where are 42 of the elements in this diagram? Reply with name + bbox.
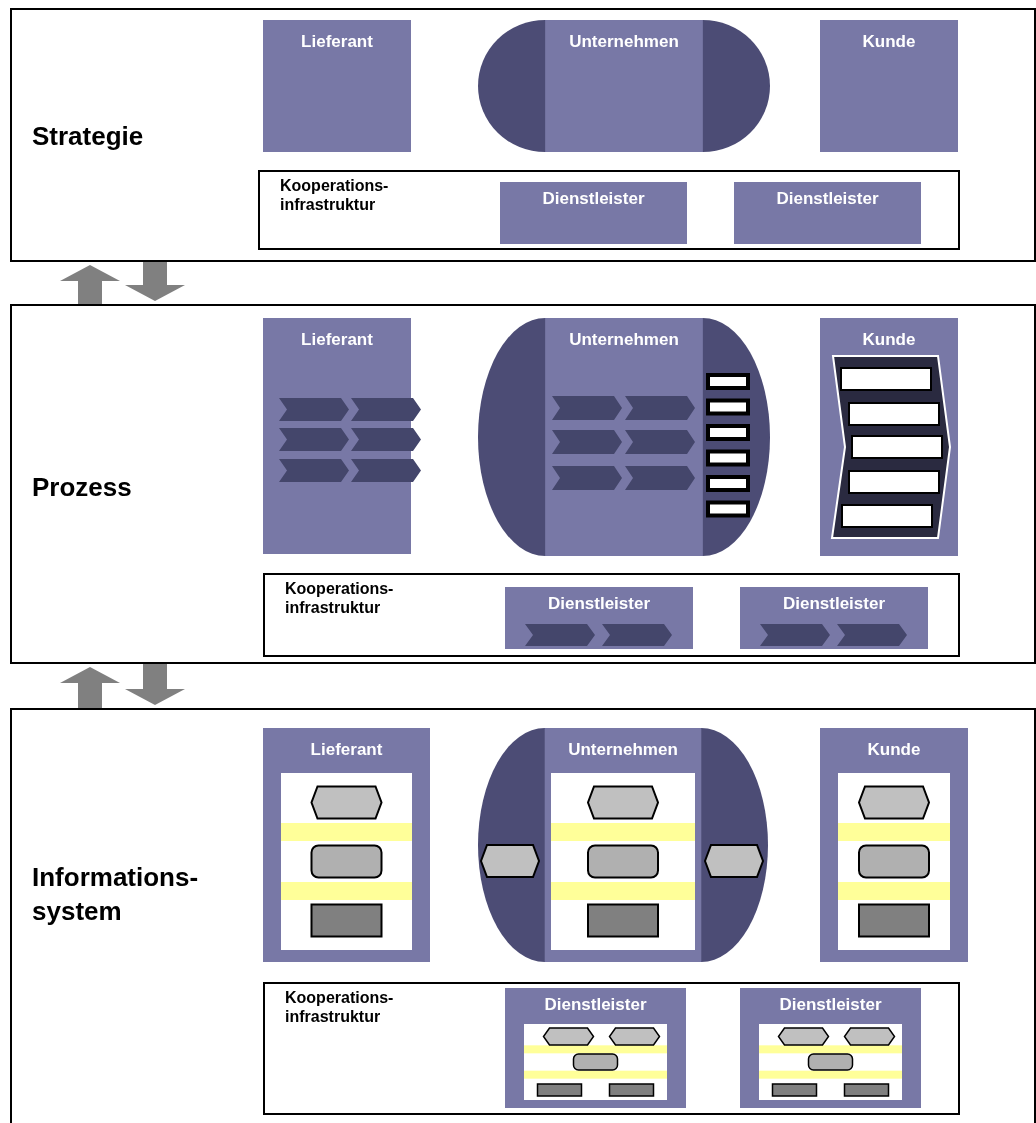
- provider-box: [740, 587, 928, 649]
- provider-box: [740, 988, 921, 1108]
- node-title: Lieferant: [309, 740, 384, 760]
- layer-band: [10, 8, 1036, 262]
- provider-box: [734, 182, 921, 244]
- provider-box: [505, 587, 693, 649]
- node-title: Lieferant: [300, 32, 374, 52]
- party-box: [263, 728, 430, 962]
- party-box: [263, 20, 411, 152]
- infrastructure-title: Kooperations- infrastruktur: [285, 579, 395, 618]
- arrow: [125, 664, 185, 705]
- arrow: [60, 667, 120, 708]
- node-title: Unternehmen: [568, 32, 680, 52]
- node-title: Kunde: [866, 740, 922, 760]
- party-box: [820, 318, 958, 556]
- infrastructure-box: [263, 982, 960, 1115]
- infrastructure-box: [258, 170, 960, 250]
- layer-band: [10, 708, 1036, 1123]
- node-title: Kunde: [861, 330, 917, 350]
- layer-band: [10, 304, 1036, 664]
- party-box: [820, 728, 968, 962]
- layer-title: Strategie: [32, 120, 145, 154]
- node-title: Dienstleister: [778, 995, 883, 1015]
- node-title: Lieferant: [300, 330, 374, 350]
- node-title: Dienstleister: [546, 594, 651, 614]
- node-title: Dienstleister: [541, 189, 646, 209]
- layer-title: Prozess: [32, 471, 133, 505]
- infrastructure-title: Kooperations- infrastruktur: [285, 988, 395, 1027]
- arrow: [60, 265, 120, 304]
- node-title: Kunde: [861, 32, 917, 52]
- infrastructure-box: [263, 573, 960, 657]
- node-title: Dienstleister: [781, 594, 886, 614]
- node-title: Unternehmen: [567, 740, 679, 760]
- node-title: Unternehmen: [568, 330, 680, 350]
- arrow: [125, 262, 185, 301]
- provider-box: [505, 988, 686, 1108]
- provider-box: [500, 182, 687, 244]
- node-title: Dienstleister: [543, 995, 648, 1015]
- node-title: Dienstleister: [775, 189, 880, 209]
- layer-title: Informations- system: [32, 861, 200, 928]
- infrastructure-title: Kooperations- infrastruktur: [280, 176, 390, 215]
- party-box: [820, 20, 958, 152]
